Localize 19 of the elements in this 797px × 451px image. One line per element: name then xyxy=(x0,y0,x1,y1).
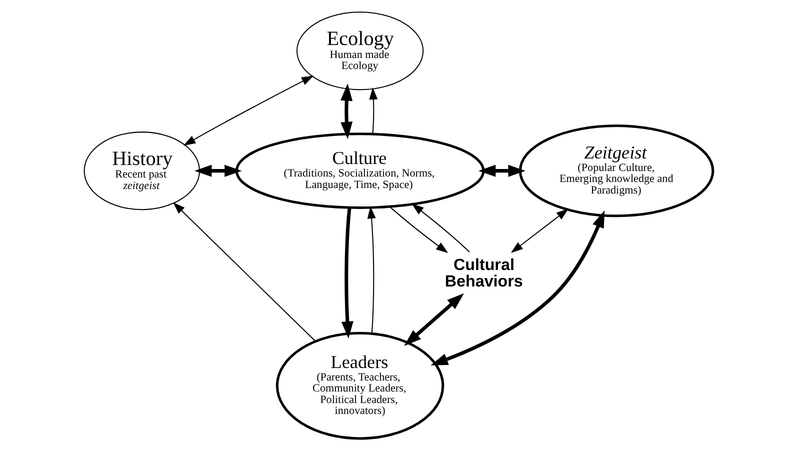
arrow xyxy=(390,206,448,254)
node-ellipse: History Recent past zeitgeist xyxy=(84,132,200,210)
arrow xyxy=(194,164,242,177)
arrow xyxy=(340,84,353,140)
arrow xyxy=(369,87,378,134)
arrow xyxy=(341,208,354,339)
arrow xyxy=(404,293,464,346)
arrow xyxy=(510,208,568,253)
node-ellipse: Ecology Human made Ecology xyxy=(296,12,424,90)
node-ellipse: Zeitgeist (Popular Culture, Emerging knowledge and Paradigms) xyxy=(518,124,714,218)
arrow xyxy=(430,210,605,366)
node-ellipse: Culture (Traditions, Socialization, Norms, Language, Time, Space) xyxy=(235,132,485,209)
arrow xyxy=(367,206,376,334)
arrow xyxy=(478,164,526,177)
arrow xyxy=(172,202,316,342)
node-ellipse: Leaders (Parents, Teachers, Community Leaders, Political Leaders, innovators) xyxy=(276,332,444,440)
node-text: Cultural Behaviors xyxy=(444,256,523,290)
arrow xyxy=(412,204,470,252)
arrow xyxy=(183,76,314,146)
